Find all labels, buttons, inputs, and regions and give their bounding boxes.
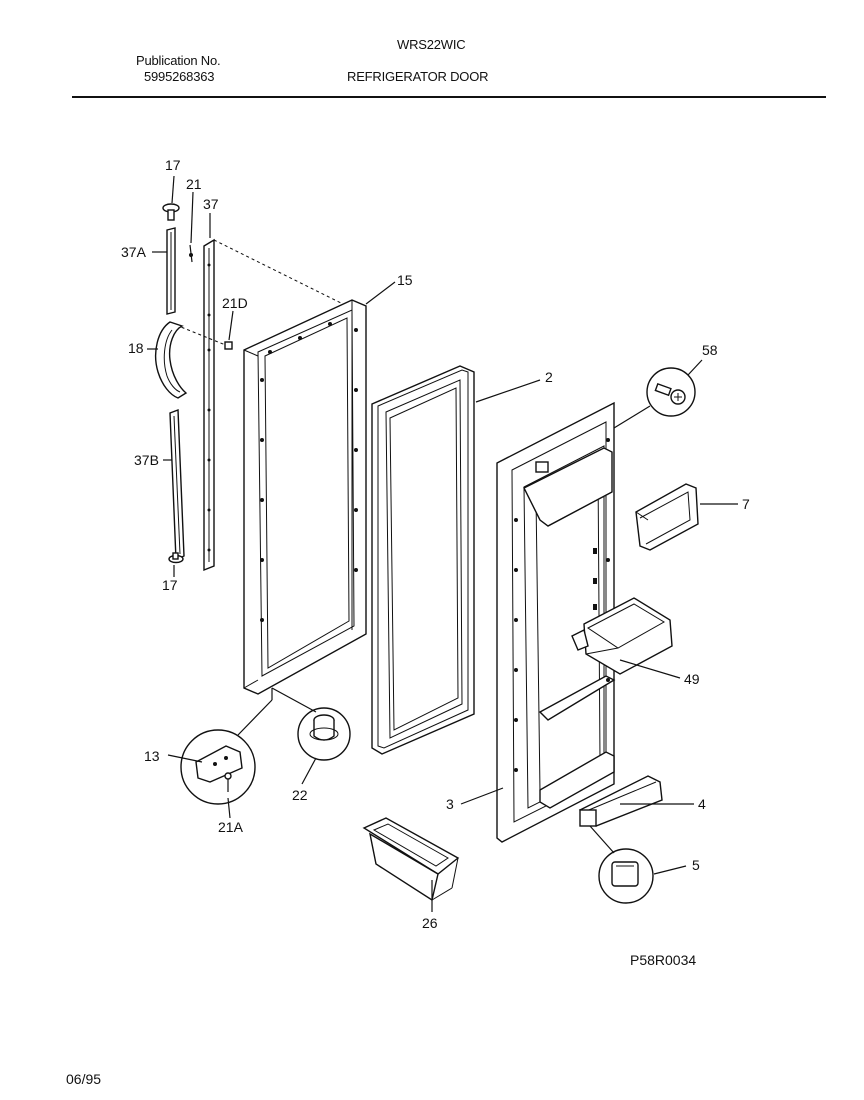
callout-37A: 37A (121, 244, 147, 260)
part-37A-upper-trim (166, 227, 176, 315)
part-22-bushing-detail (297, 707, 351, 761)
callout-21D: 21D (222, 295, 248, 311)
part-21-screw (189, 244, 193, 263)
model-number: WRS22WIC (397, 37, 466, 52)
callout-21: 21 (186, 176, 202, 192)
callout-21A: 21A (218, 819, 244, 835)
callout-17-top: 17 (165, 157, 181, 173)
callout-13: 13 (144, 748, 160, 764)
callout-5: 5 (692, 857, 700, 873)
callout-26: 26 (422, 915, 438, 931)
part-37-strip (203, 238, 215, 572)
part-2-gasket (371, 365, 475, 755)
part-3-door-liner (496, 401, 616, 843)
part-17-top-screw (162, 203, 180, 221)
callout-7: 7 (742, 496, 750, 512)
date-label: 06/95 (66, 1071, 101, 1087)
callout-37: 37 (203, 196, 219, 212)
callout-37B: 37B (134, 452, 159, 468)
callout-58: 58 (702, 342, 718, 358)
section-title: REFRIGERATOR DOOR (347, 69, 489, 84)
part-17-bottom-screw (168, 552, 184, 564)
callout-22: 22 (292, 787, 308, 803)
publication-label: Publication No. (136, 53, 221, 68)
callout-4: 4 (698, 796, 706, 812)
callout-3: 3 (446, 796, 454, 812)
callout-15: 15 (397, 272, 413, 288)
part-15-door-frame (243, 299, 367, 695)
part-49-shelf-bin (571, 597, 673, 675)
part-13-hinge-detail (180, 729, 256, 805)
part-21D-screw (224, 341, 233, 350)
part-18-handle (154, 321, 188, 399)
part-58-screw-detail (646, 367, 696, 417)
part-26-drawer (362, 817, 460, 902)
part-7-dairy-door (635, 483, 699, 551)
callout-2: 2 (545, 369, 553, 385)
publication-number: 5995268363 (144, 69, 215, 84)
callout-17-bottom: 17 (162, 577, 178, 593)
part-5-endcap-detail (598, 848, 654, 904)
callout-18: 18 (128, 340, 144, 356)
part-4-bar (578, 775, 663, 827)
callout-49: 49 (684, 671, 700, 687)
diagram-code: P58R0034 (630, 952, 696, 968)
part-37B-lower-trim (169, 409, 185, 562)
header-rule (72, 96, 826, 98)
